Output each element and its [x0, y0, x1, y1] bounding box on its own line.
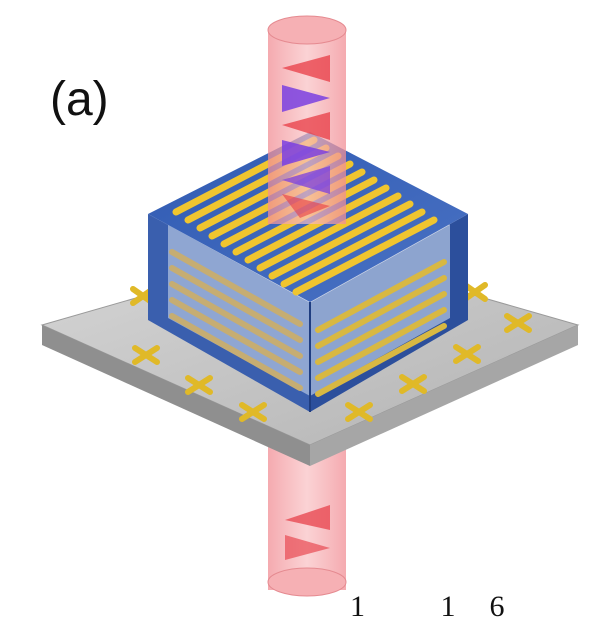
cross-marker-icon	[504, 313, 532, 333]
cross-marker-icon	[132, 345, 160, 365]
beam-bottom	[267, 440, 347, 597]
panel-label: (a)	[50, 73, 109, 126]
cross-marker-icon	[453, 344, 481, 364]
optical-beam-icon	[267, 15, 347, 224]
caption-fragment: 1 16	[350, 590, 539, 623]
cross-marker-icon	[462, 282, 488, 302]
cross-marker-icon	[239, 402, 267, 422]
cross-marker-icon	[345, 402, 373, 422]
cross-marker-icon	[185, 375, 213, 395]
grating-layer-side	[315, 259, 447, 397]
cross-marker-icon	[399, 374, 427, 394]
grating-layer-middle	[169, 249, 303, 391]
